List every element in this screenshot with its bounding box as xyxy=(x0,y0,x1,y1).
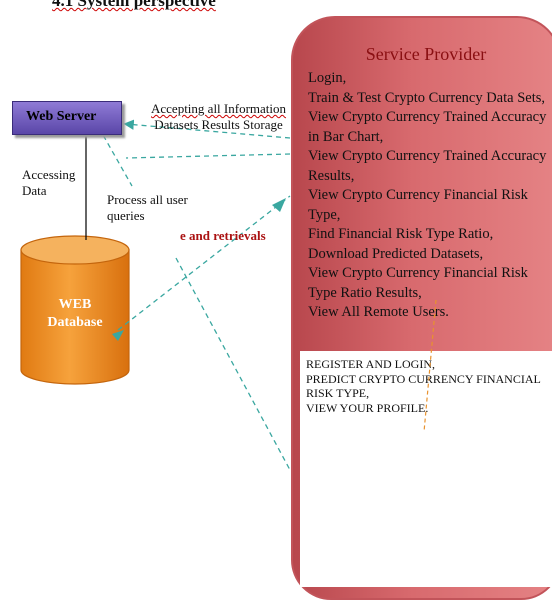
provider-item-risk-type: View Crypto Currency Financial Risk Type… xyxy=(308,187,528,223)
remote-user-panel xyxy=(300,351,552,587)
database-label-line1: WEB xyxy=(58,297,92,312)
user-item-predict: PREDICT CRYPTO CURRENCY FINANCIAL RISK T… xyxy=(306,371,541,401)
service-provider-functions: Login, Train & Test Crypto Currency Data… xyxy=(308,69,548,352)
accessing-data-line1: Accessing xyxy=(22,167,76,182)
accepting-info-arrow xyxy=(123,119,291,139)
user-item-register-login: REGISTER AND LOGIN, xyxy=(306,357,435,371)
process-queries-line2: queries xyxy=(107,208,145,223)
provider-item-train-test: Train & Test Crypto Currency Data Sets, xyxy=(308,89,546,106)
accessing-data-label: Accessing Data xyxy=(22,167,75,199)
accessing-data-line2: Data xyxy=(22,183,47,198)
accepting-info-line1: Accepting all Information xyxy=(151,101,287,116)
provider-item-login: Login, xyxy=(308,70,347,86)
storage-retrieval-line xyxy=(117,195,291,331)
process-queries-label: Process all user queries xyxy=(107,192,188,224)
storage-retrievals-label: e and retrievals xyxy=(180,228,266,243)
section-heading: 4.1 System perspective xyxy=(52,0,216,10)
storage-arrowhead-top xyxy=(272,198,286,212)
accepting-info-line2: Datasets Results Storage xyxy=(154,117,283,132)
user-connector-line xyxy=(175,257,291,471)
process-queries-line1: Process all user xyxy=(107,192,188,207)
storage-arrowhead-bottom xyxy=(112,330,124,341)
provider-item-remote-users: View All Remote Users. xyxy=(308,304,449,320)
provider-item-download-datasets: Download Predicted Datasets, xyxy=(308,245,484,262)
user-item-view-profile: VIEW YOUR PROFILE. xyxy=(306,400,429,415)
provider-item-risk-ratio: Find Financial Risk Type Ratio, xyxy=(308,226,494,242)
database-label-line2: Database xyxy=(47,315,103,330)
web-server-label: Web Server xyxy=(26,109,97,124)
provider-item-ratio-results: View Crypto Currency Financial Risk Type… xyxy=(308,265,528,301)
accepting-info-label: Accepting all Information Datasets Resul… xyxy=(151,101,286,133)
service-provider-title: Service Provider xyxy=(365,44,487,64)
provider-user-link xyxy=(423,299,437,433)
provider-item-accuracy-bar-chart: View Crypto Currency Trained Accuracy in… xyxy=(308,109,547,145)
web-database xyxy=(20,235,130,385)
provider-item-accuracy-results: View Crypto Currency Trained Accuracy Re… xyxy=(308,148,547,184)
web-server-node: Web Server xyxy=(12,101,122,135)
remote-user-functions: REGISTER AND LOGIN, PREDICT CRYPTO CURRE… xyxy=(306,357,550,415)
provider-webserver-line xyxy=(125,153,291,159)
database-label: WEB Database xyxy=(21,296,129,332)
